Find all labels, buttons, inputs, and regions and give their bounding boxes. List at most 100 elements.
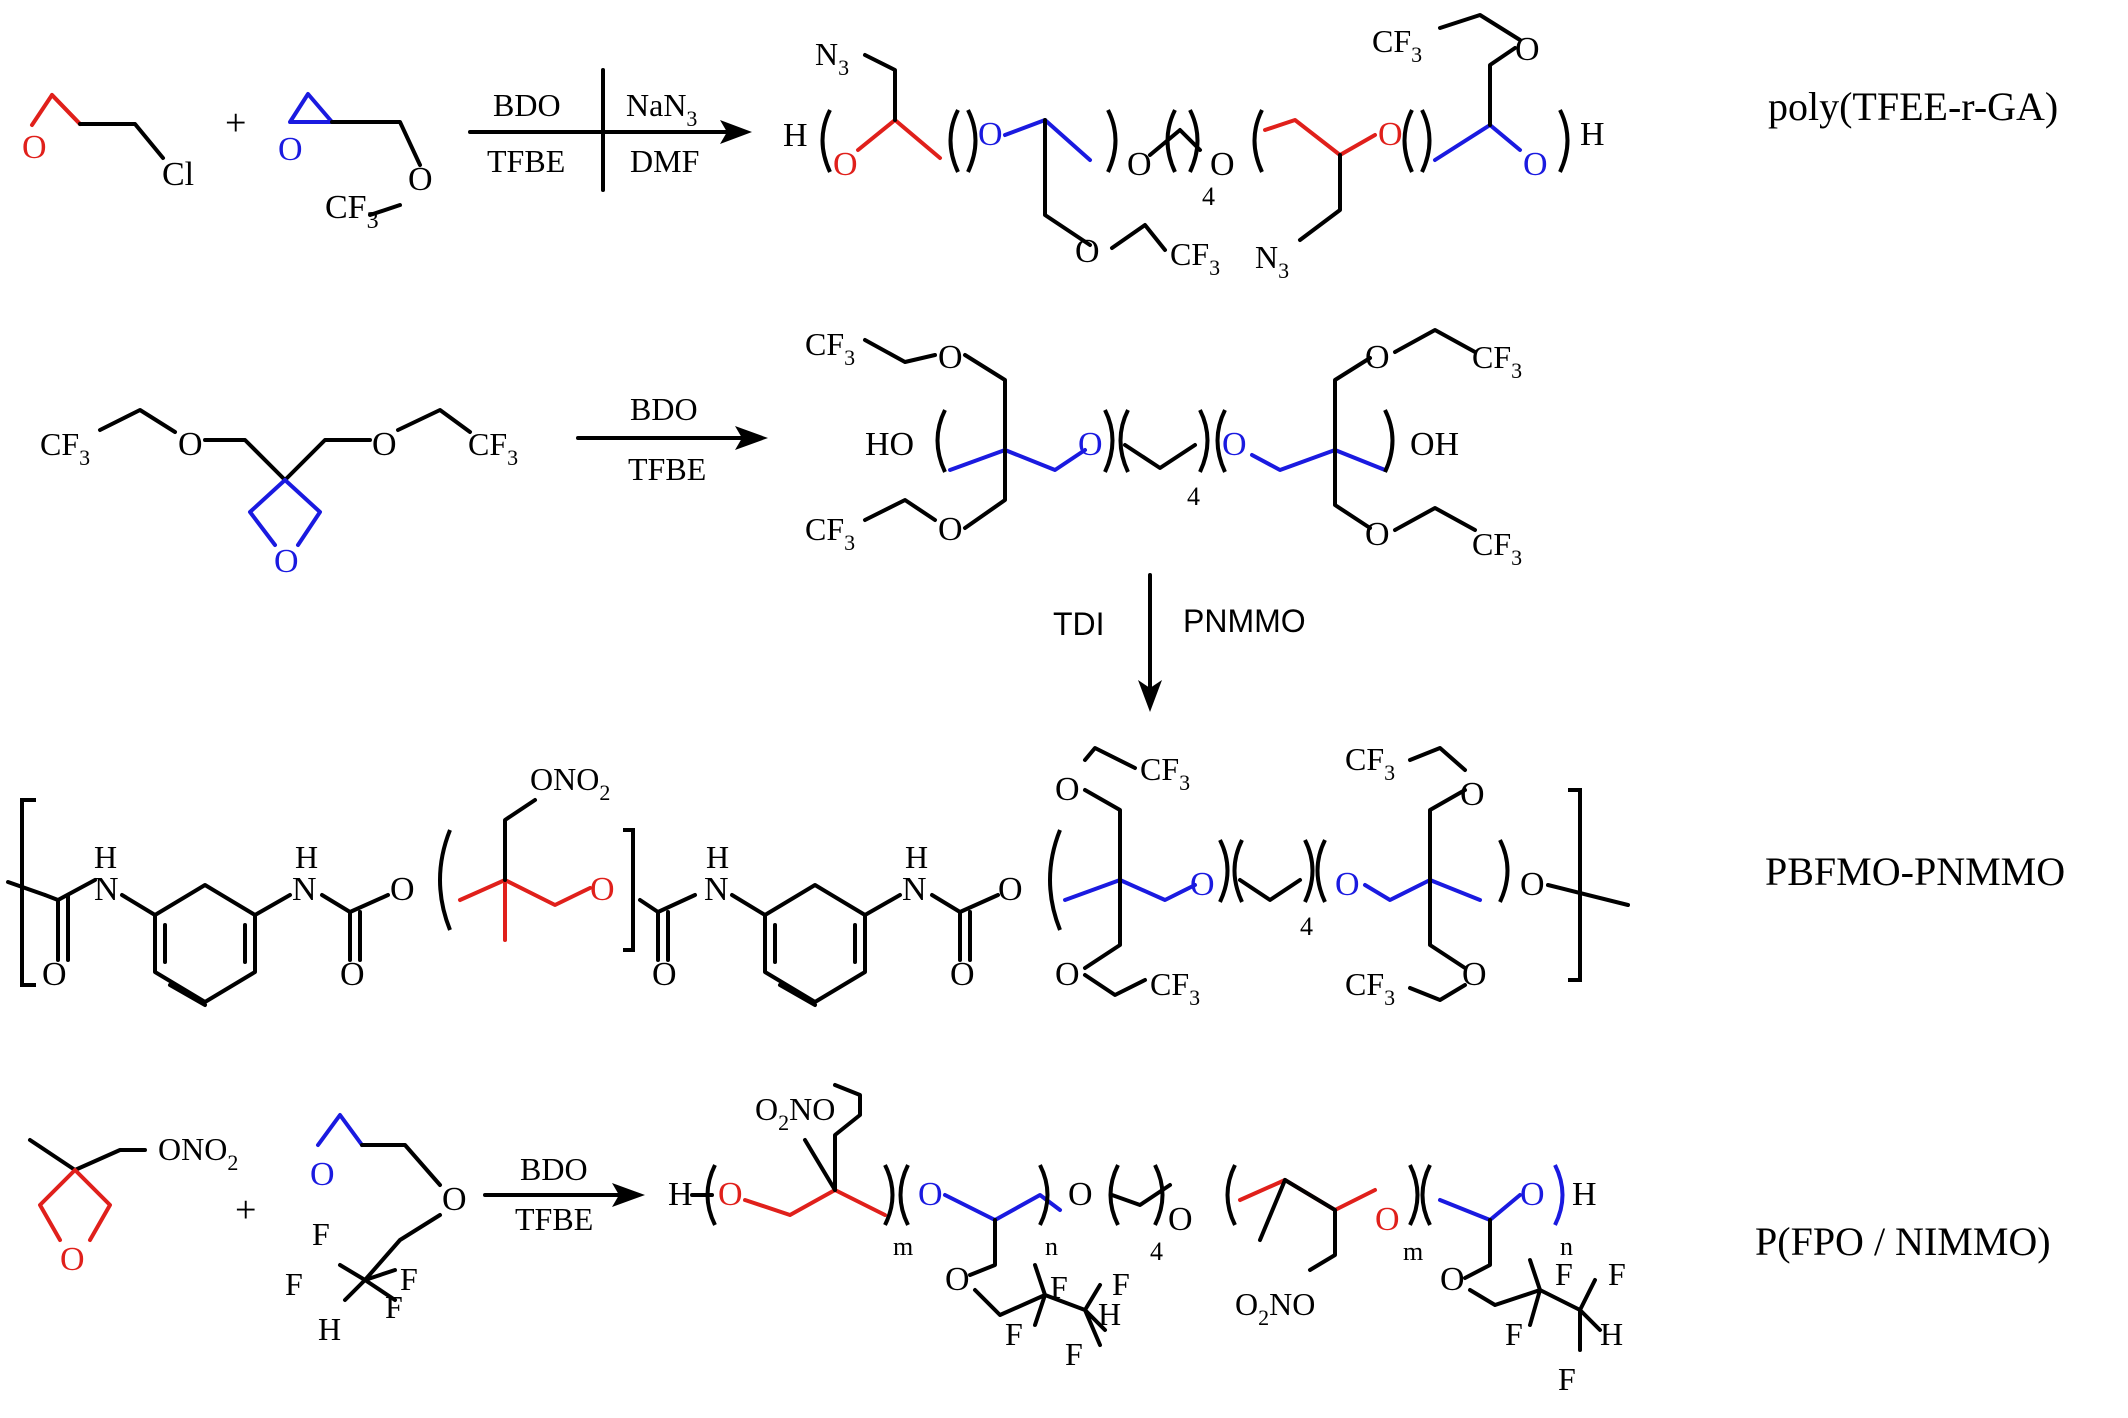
ester-oxygen: O <box>998 871 1023 908</box>
nh-nitrogen: N <box>704 871 729 908</box>
fluorine-atom: F <box>285 1266 303 1302</box>
ether-oxygen: O <box>945 1261 970 1298</box>
plus-sign-2: + <box>235 1189 256 1231</box>
reagent-tdi: TDI <box>1053 606 1105 642</box>
nh-hydrogen: H <box>706 839 729 875</box>
reagent-tfbe: TFBE <box>487 143 565 179</box>
h-terminal-right: H <box>1572 1176 1597 1213</box>
carbonyl-oxygen: O <box>340 956 365 993</box>
cf3-label: CF3 <box>1472 339 1522 383</box>
oxetane-oxygen: O <box>274 543 299 580</box>
h-terminal-left: H <box>668 1176 693 1213</box>
cf3-label: CF3 <box>1472 526 1522 570</box>
fluorine-atom: F <box>400 1261 418 1297</box>
repeat-n: n <box>1560 1232 1573 1261</box>
oxetane-oxygen: O <box>60 1241 85 1278</box>
ether-oxygen: O <box>1515 31 1540 68</box>
ether-oxygen: O <box>1462 956 1487 993</box>
cf3-label: CF3 <box>1345 741 1395 785</box>
cf3-label: CF3 <box>1345 966 1395 1010</box>
nimmo-monomer: ONO2 O <box>28 1131 238 1278</box>
cf3-label: CF3 <box>468 426 518 470</box>
ether-oxygen: O <box>1068 1176 1093 1213</box>
reaction-arrow-4: BDO TFBE <box>483 1151 645 1237</box>
nitrate-ester-label: ONO2 <box>158 1131 238 1175</box>
chlorine-atom: Cl <box>162 156 194 193</box>
reagent-bdo: BDO <box>520 1151 588 1187</box>
h-terminal-left: H <box>783 117 808 154</box>
tetrafluoropropyl-glycidyl-ether: O O F F H F F <box>285 1113 467 1347</box>
cf3-label: CF3 <box>1170 236 1220 280</box>
epoxide-oxygen: O <box>310 1156 335 1193</box>
reagent-pnmmo: PNMMO <box>1183 603 1306 639</box>
reagent-bdo: BDO <box>630 391 698 427</box>
h-terminal-right: H <box>1580 116 1605 153</box>
fluorine-atom: F <box>385 1289 403 1325</box>
cf3-label: CF3 <box>1372 23 1422 67</box>
ether-oxygen: O <box>1335 866 1360 903</box>
ether-oxygen: O <box>1127 146 1152 183</box>
azide-label: N3 <box>815 36 849 80</box>
epichlorohydrin: O Cl <box>22 93 194 193</box>
ether-oxygen: O <box>938 339 963 376</box>
reaction-arrow-1: BDO NaN3 TFBE DMF <box>468 68 752 192</box>
reagent-tfbe: TFBE <box>515 1201 593 1237</box>
hydrogen-atom: H <box>1600 1316 1623 1352</box>
ether-oxygen: O <box>938 511 963 548</box>
carbonyl-oxygen: O <box>950 956 975 993</box>
cf3-label: CF3 <box>325 189 379 234</box>
ether-oxygen: O <box>1075 233 1100 270</box>
ether-oxygen: O <box>1365 516 1390 553</box>
ether-oxygen: O <box>918 1176 943 1213</box>
reaction-arrow-3: TDI PNMMO <box>1053 573 1306 712</box>
ether-oxygen: O <box>718 1176 743 1213</box>
ester-oxygen: O <box>1520 866 1545 903</box>
epoxide-oxygen: O <box>22 129 47 166</box>
azide-label: N3 <box>1255 239 1289 283</box>
ether-oxygen: O <box>1055 771 1080 808</box>
fluorine-atom: F <box>312 1216 330 1252</box>
ether-oxygen: O <box>978 116 1003 153</box>
ether-oxygen: O <box>1523 146 1548 183</box>
ether-oxygen: O <box>408 161 433 198</box>
nh-hydrogen: H <box>94 839 117 875</box>
nh-nitrogen: N <box>94 871 119 908</box>
product-name-1: poly(TFEE-r-GA) <box>1768 84 2058 129</box>
fluorine-atom: F <box>1050 1269 1068 1305</box>
hydrogen-atom: H <box>318 1311 341 1347</box>
fluorine-atom: F <box>1558 1361 1576 1397</box>
reagent-tfbe: TFBE <box>628 451 706 487</box>
nitrate-ester-label: ONO2 <box>530 761 610 805</box>
ether-oxygen: O <box>1375 1201 1400 1238</box>
ether-oxygen: O <box>833 146 858 183</box>
repeat-count-4: 4 <box>1187 482 1200 511</box>
cf3-label: CF3 <box>40 426 90 470</box>
nh-nitrogen: N <box>902 871 927 908</box>
epoxide-oxygen: O <box>278 131 303 168</box>
repeat-n: n <box>1045 1232 1058 1261</box>
ether-oxygen: O <box>442 1181 467 1218</box>
nitrate-ester-label: O2NO <box>755 1091 835 1135</box>
fluorine-atom: F <box>1608 1256 1626 1292</box>
ether-oxygen: O <box>1365 339 1390 376</box>
reagent-nan3: NaN3 <box>626 87 697 131</box>
fluorine-atom: F <box>1555 1256 1573 1292</box>
product-pbfmo-diol: CF3 O HO O CF3 O 4 O O CF3 O CF3 OH <box>805 326 1522 570</box>
fluorine-atom: F <box>1505 1316 1523 1352</box>
ether-oxygen: O <box>1055 956 1080 993</box>
hydroxyl-left: HO <box>865 426 914 463</box>
ether-oxygen: O <box>1210 146 1235 183</box>
ether-oxygen: O <box>1520 1176 1545 1213</box>
reagent-bdo: BDO <box>493 87 561 123</box>
carbonyl-oxygen: O <box>652 956 677 993</box>
cf3-label: CF3 <box>1140 751 1190 795</box>
reaction-arrow-2: BDO TFBE <box>576 391 768 487</box>
product-p-fpo-nimmo: H O O2NO m O O F F F H F n O 4 O O2NO O … <box>668 1083 1626 1397</box>
repeat-count-4: 4 <box>1150 1237 1163 1266</box>
hydrogen-atom: H <box>1098 1296 1121 1332</box>
fluorine-atom: F <box>1112 1266 1130 1302</box>
nh-hydrogen: H <box>905 839 928 875</box>
product-poly-tfee-r-ga: H O N3 O O CF3 O 4 O N3 O O CF3 O H <box>783 13 1605 283</box>
